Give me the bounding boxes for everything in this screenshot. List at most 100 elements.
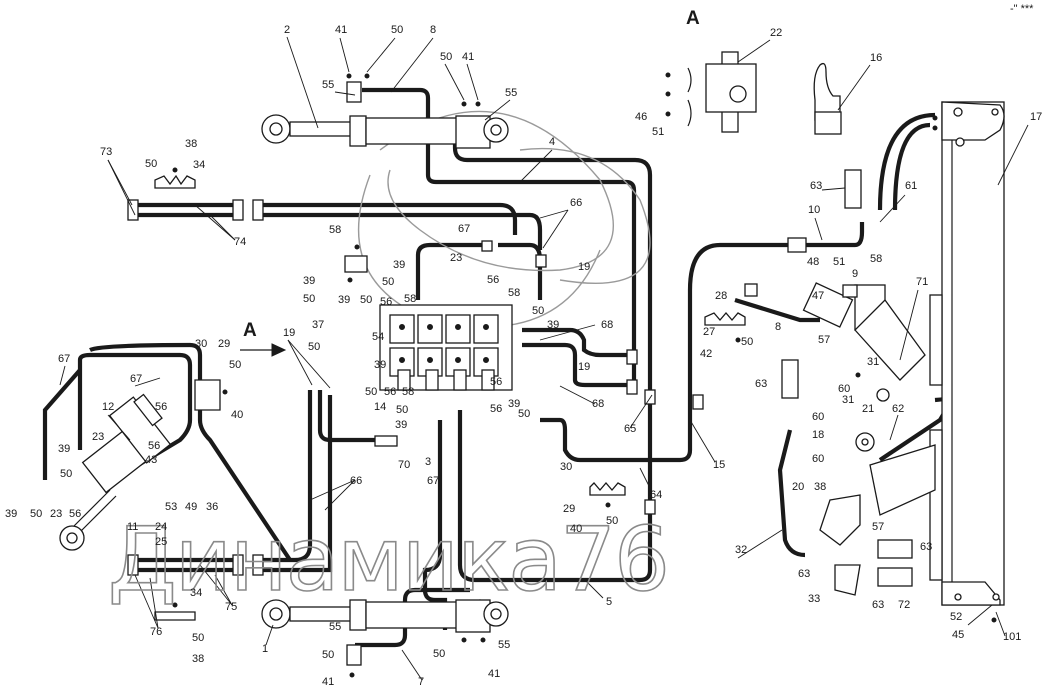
callout-c58a: 58: [329, 224, 341, 236]
callout-c56b: 56: [380, 296, 392, 308]
callout-c55b: 55: [505, 87, 517, 99]
callout-c51b: 51: [833, 256, 845, 268]
callout-c36: 36: [206, 501, 218, 513]
callout-c50j: 50: [518, 408, 530, 420]
radiator-pipes: [781, 169, 936, 596]
callout-c50l: 50: [229, 359, 241, 371]
callout-c50e: 50: [303, 293, 315, 305]
callout-c56c: 56: [384, 386, 396, 398]
callout-c54: 54: [372, 331, 384, 343]
callout-c22: 22: [770, 27, 782, 39]
callout-c71: 71: [916, 276, 928, 288]
callout-c56e: 56: [490, 403, 502, 415]
callout-c56f: 56: [155, 401, 167, 413]
callout-c43: 43: [145, 454, 157, 466]
callout-c27: 27: [703, 326, 715, 338]
callout-c23a: 23: [450, 252, 462, 264]
callout-c58e: 58: [870, 253, 882, 265]
callout-c39g: 39: [395, 419, 407, 431]
callout-c38c: 38: [814, 481, 826, 493]
callout-c41a: 41: [335, 24, 347, 36]
callout-c60a: 60: [838, 383, 850, 395]
callout-c55a: 55: [322, 79, 334, 91]
callout-c46: 46: [635, 111, 647, 123]
callout-c49: 49: [185, 501, 197, 513]
callout-c60b: 60: [812, 411, 824, 423]
callout-c50a: 50: [391, 24, 403, 36]
callout-c40b: 40: [570, 523, 582, 535]
callout-c2: 2: [284, 24, 290, 36]
joystick-handle: [813, 62, 842, 135]
callout-c66b: 66: [350, 475, 362, 487]
callout-c67b: 67: [427, 475, 439, 487]
callout-c50k: 50: [396, 404, 408, 416]
callout-c58c: 58: [508, 287, 520, 299]
callout-c50m: 50: [60, 468, 72, 480]
callout-c70: 70: [398, 459, 410, 471]
callout-c42: 42: [700, 348, 712, 360]
radiator: [929, 101, 1005, 606]
callout-c19a: 19: [578, 261, 590, 273]
callout-c31a: 31: [867, 356, 879, 368]
callout-c33: 33: [808, 593, 820, 605]
callout-c30a: 30: [195, 338, 207, 350]
callout-c41d: 41: [488, 668, 500, 680]
callout-c56d: 56: [490, 376, 502, 388]
callout-c50o: 50: [606, 515, 618, 527]
callout-c9: 9: [852, 268, 858, 280]
callout-c60c: 60: [812, 453, 824, 465]
callout-c68a: 68: [601, 319, 613, 331]
callout-c20: 20: [792, 481, 804, 493]
callout-c56a: 56: [487, 274, 499, 286]
callout-c39b: 39: [303, 275, 315, 287]
callout-c10: 10: [808, 204, 820, 216]
callout-c50f: 50: [360, 294, 372, 306]
lower-hydraulic-cylinder: [261, 599, 509, 633]
callout-c24: 24: [155, 521, 167, 533]
callout-c51a: 51: [652, 126, 664, 138]
callout-c66a: 66: [570, 197, 582, 209]
callout-c75: 75: [225, 601, 237, 613]
fasteners: [172, 73, 997, 678]
callout-c57a: 57: [818, 334, 830, 346]
callout-c32: 32: [735, 544, 747, 556]
callout-c41b: 41: [462, 51, 474, 63]
left-steering-cylinder: [59, 393, 172, 551]
callout-c50s: 50: [741, 336, 753, 348]
callout-c12: 12: [102, 401, 114, 413]
callout-c11: 11: [127, 521, 138, 533]
callout-c57b: 57: [872, 521, 884, 533]
callout-c50p: 50: [192, 632, 204, 644]
callout-c50h: 50: [308, 341, 320, 353]
callout-c23b: 23: [92, 431, 104, 443]
callout-c52: 52: [950, 611, 962, 623]
callout-c65: 65: [624, 423, 636, 435]
watermark-text: Динамика76: [108, 508, 668, 611]
callout-c62: 62: [892, 403, 904, 415]
callout-c39i: 39: [5, 508, 17, 520]
callout-c25: 25: [155, 536, 167, 548]
callout-c4: 4: [549, 136, 555, 148]
corner-mark: -" ***: [1010, 3, 1034, 15]
callout-c39e: 39: [374, 359, 386, 371]
callout-c8a: 8: [430, 24, 436, 36]
callout-c53: 53: [165, 501, 177, 513]
callout-c29a: 29: [218, 338, 230, 350]
callout-c58b: 58: [404, 293, 416, 305]
callout-c8b: 8: [775, 321, 781, 333]
callout-c39d: 39: [547, 319, 559, 331]
callout-c67a: 67: [458, 223, 470, 235]
callout-c63a: 63: [810, 180, 822, 192]
callout-c50c: 50: [145, 158, 157, 170]
leader-lines: [59, 36, 1029, 681]
callout-c38a: 38: [185, 138, 197, 150]
callout-c21: 21: [862, 403, 874, 415]
callout-c28: 28: [715, 290, 727, 302]
view-a-bracket: [665, 51, 757, 133]
callout-c34a: 34: [193, 159, 205, 171]
callout-c40a: 40: [231, 409, 243, 421]
callout-c23c: 23: [50, 508, 62, 520]
callout-c1: 1: [262, 643, 268, 655]
